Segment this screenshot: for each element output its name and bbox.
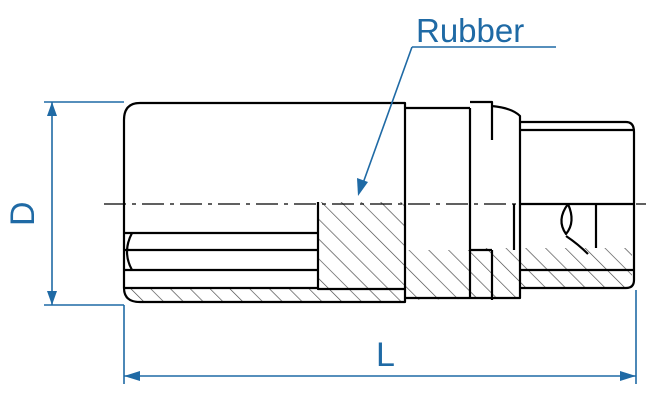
drive-section <box>405 248 632 300</box>
rubber-leader-line <box>361 46 413 187</box>
l-arrow-right <box>620 371 636 381</box>
d-arrow-top <box>47 102 57 116</box>
diameter-label: D <box>4 201 42 226</box>
l-arrow-left <box>124 371 140 381</box>
d-arrow-bottom <box>47 291 57 305</box>
socket-neck <box>405 106 472 300</box>
detent-ball <box>560 203 589 255</box>
length-label: L <box>376 336 395 374</box>
rubber-leader-arrow <box>357 178 368 196</box>
hex-bore <box>124 231 318 290</box>
rubber-label: Rubber <box>416 12 525 49</box>
square-drive <box>520 120 636 290</box>
socket-wall-section <box>130 288 405 302</box>
socket-body-outline <box>122 101 407 304</box>
rubber-insert <box>318 202 405 289</box>
